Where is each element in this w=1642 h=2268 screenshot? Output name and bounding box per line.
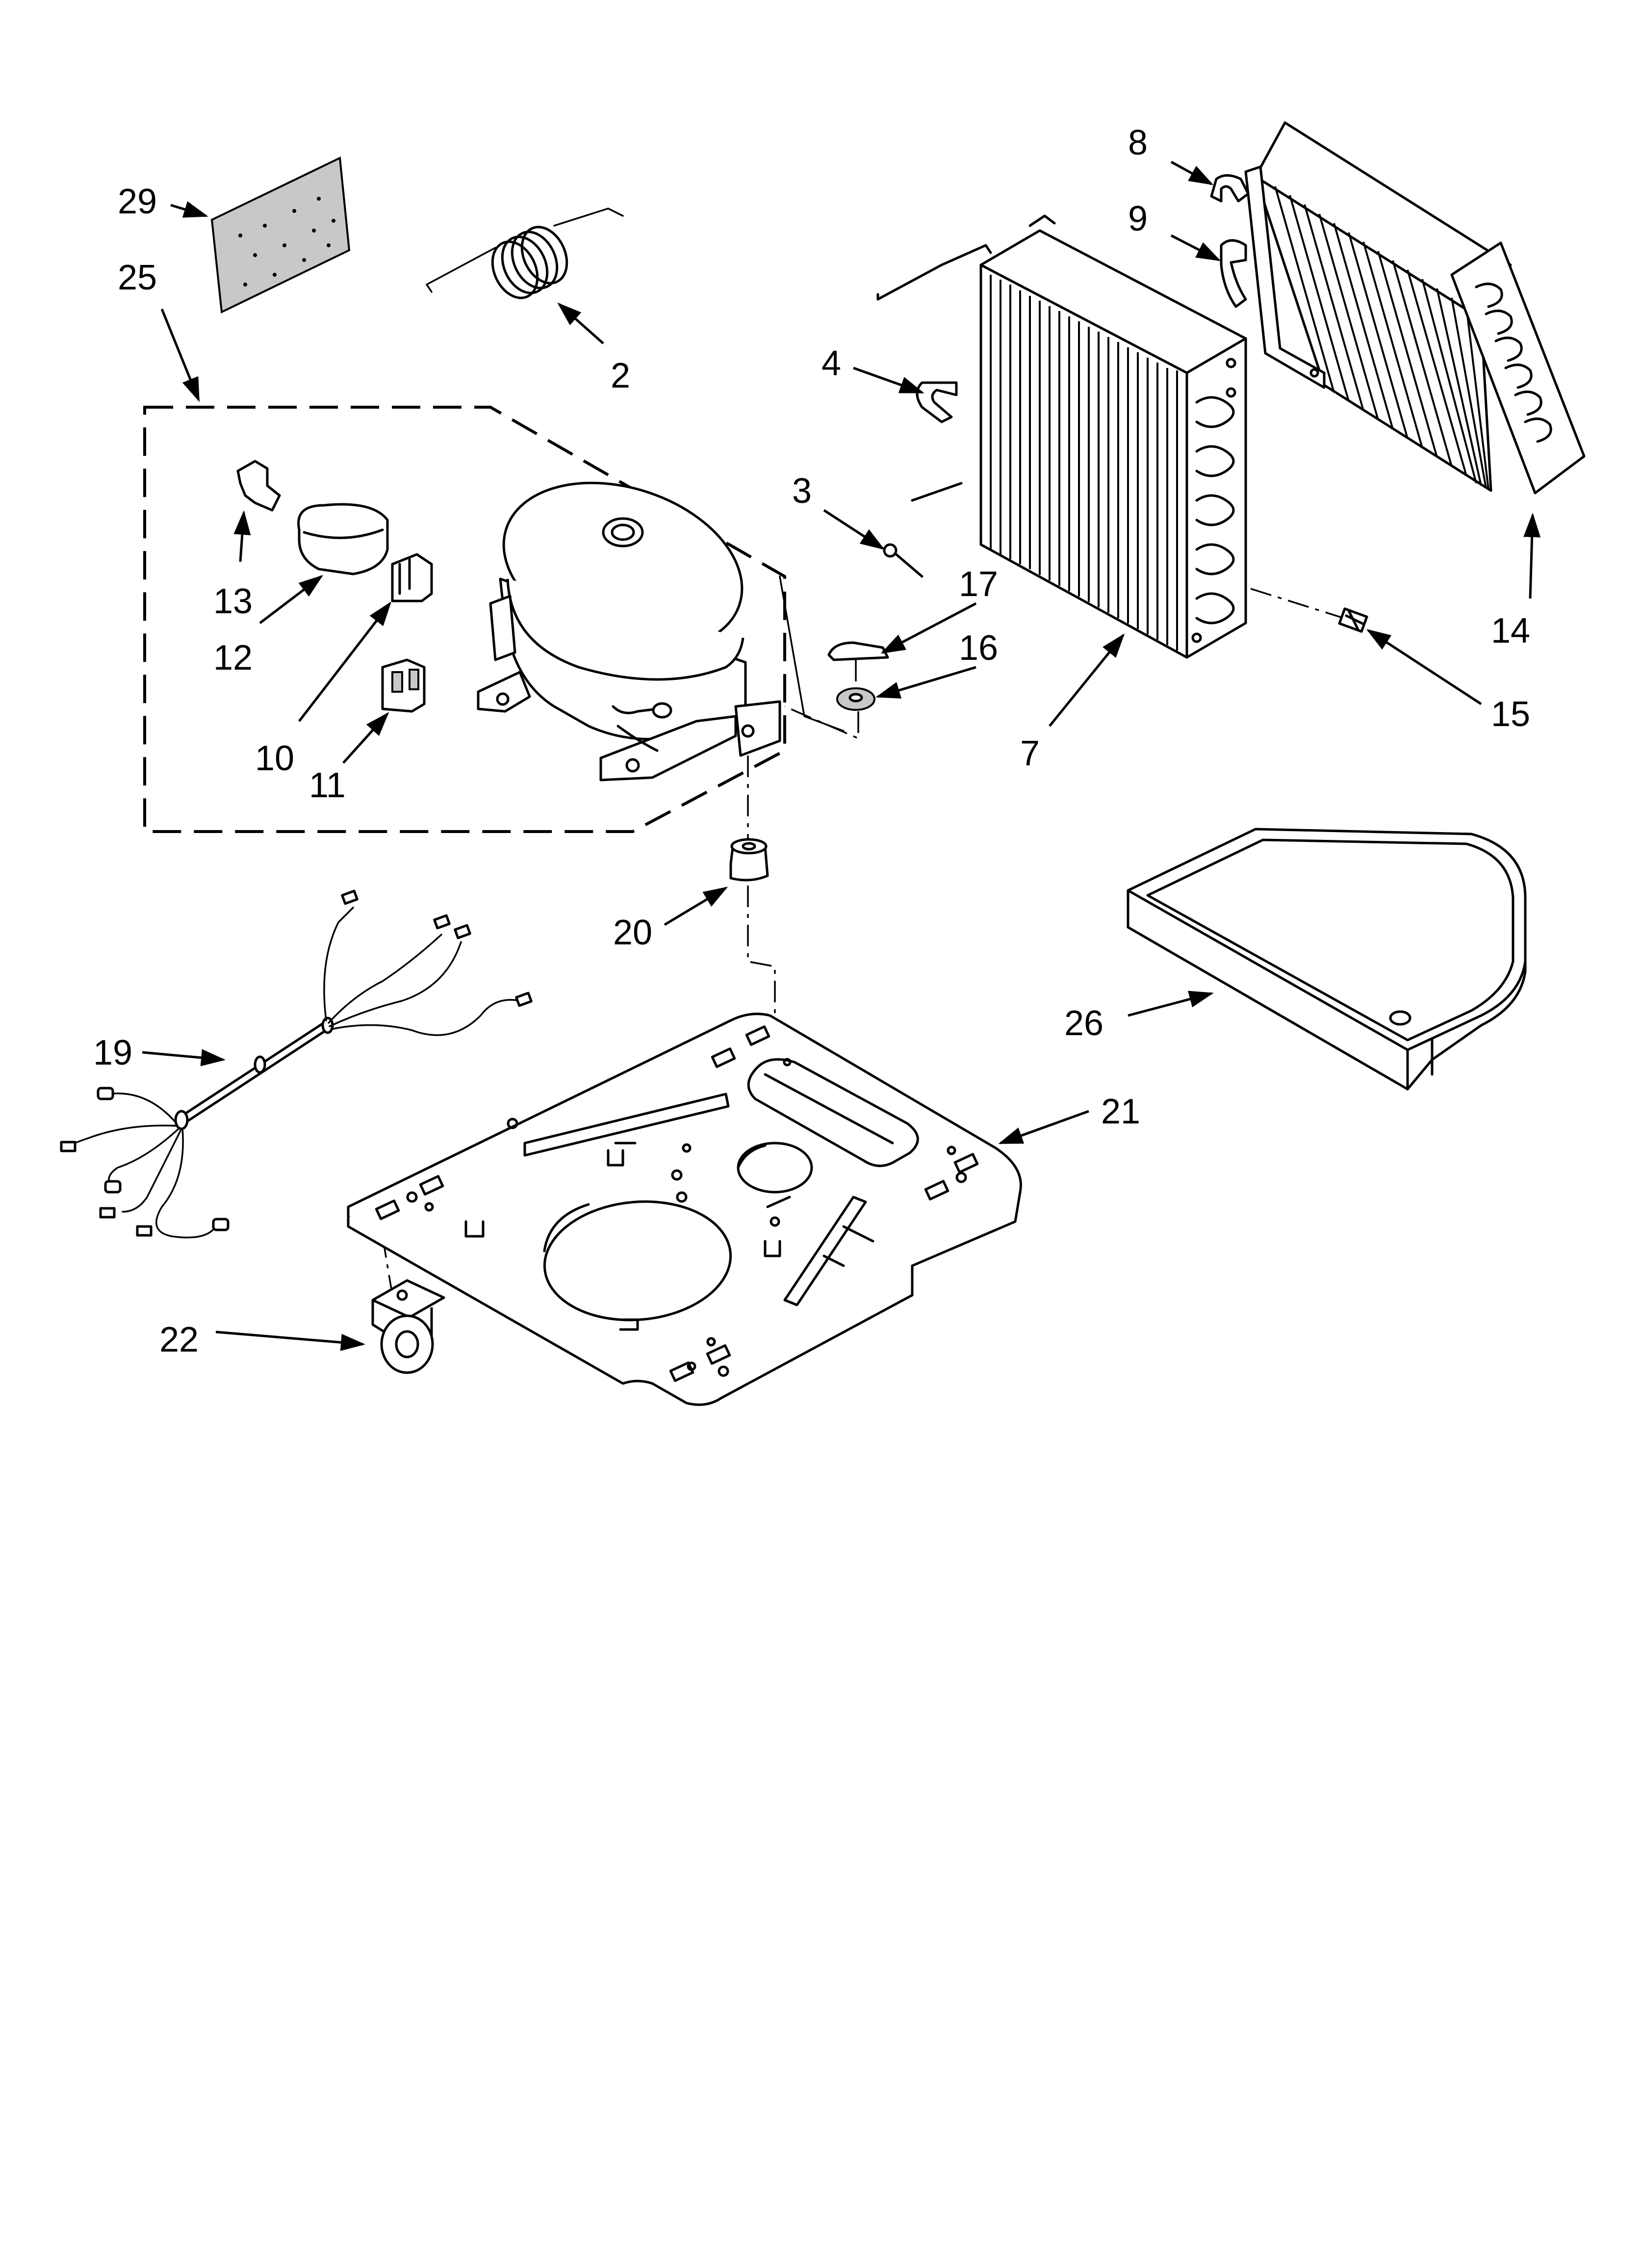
part-4-clip — [916, 381, 958, 423]
part-21-base-plate — [347, 1013, 1022, 1406]
callout-4: 4 — [821, 344, 841, 383]
part-3-screw — [883, 543, 924, 578]
callout-26: 26 — [1064, 1004, 1103, 1043]
compressor — [477, 481, 781, 782]
callout-7: 7 — [1020, 734, 1040, 773]
part-7-condenser — [876, 214, 1247, 659]
callout-2: 2 — [611, 356, 630, 395]
callout-20: 20 — [613, 913, 652, 952]
part-9-clip — [1220, 239, 1247, 308]
part-13-clip — [236, 460, 281, 512]
part-19-wire-harness — [60, 889, 533, 1239]
part-8-clip — [1210, 174, 1250, 203]
part-20-grommet — [729, 838, 769, 882]
callout-14: 14 — [1491, 611, 1530, 651]
callout-29: 29 — [118, 182, 157, 221]
callout-11: 11 — [309, 766, 346, 805]
callout-9: 9 — [1128, 199, 1148, 238]
part-22-caster — [371, 1279, 445, 1374]
callout-12: 12 — [213, 638, 253, 678]
part-10-relay — [391, 553, 433, 602]
part-17-clip — [827, 641, 889, 661]
callout-labels: 29 25 2 8 9 4 3 17 16 13 12 10 11 7 14 1… — [93, 123, 1530, 1359]
callout-21: 21 — [1101, 1092, 1140, 1131]
part-11-relay — [381, 658, 426, 713]
callout-19: 19 — [93, 1033, 132, 1072]
part-26-drain-pan — [1127, 828, 1527, 1091]
part-14-condenser-coil — [1244, 121, 1586, 495]
part-16-grommet — [836, 687, 875, 711]
callout-15: 15 — [1491, 695, 1530, 734]
callout-10: 10 — [255, 739, 294, 778]
callout-8: 8 — [1128, 123, 1148, 162]
callout-17: 17 — [959, 565, 998, 604]
callout-3: 3 — [792, 471, 812, 511]
part-15-valve — [1338, 607, 1368, 633]
callout-22: 22 — [159, 1320, 199, 1359]
part-2-capillary-coil — [426, 208, 624, 299]
callout-16: 16 — [959, 628, 998, 668]
callout-25: 25 — [118, 258, 157, 297]
part-25-compressor-assembly-box — [143, 406, 786, 833]
callout-13: 13 — [213, 582, 253, 621]
part-29-insulation-pad — [210, 156, 351, 314]
leader-lines — [142, 160, 1541, 1351]
part-12-overload-cover — [297, 503, 389, 575]
